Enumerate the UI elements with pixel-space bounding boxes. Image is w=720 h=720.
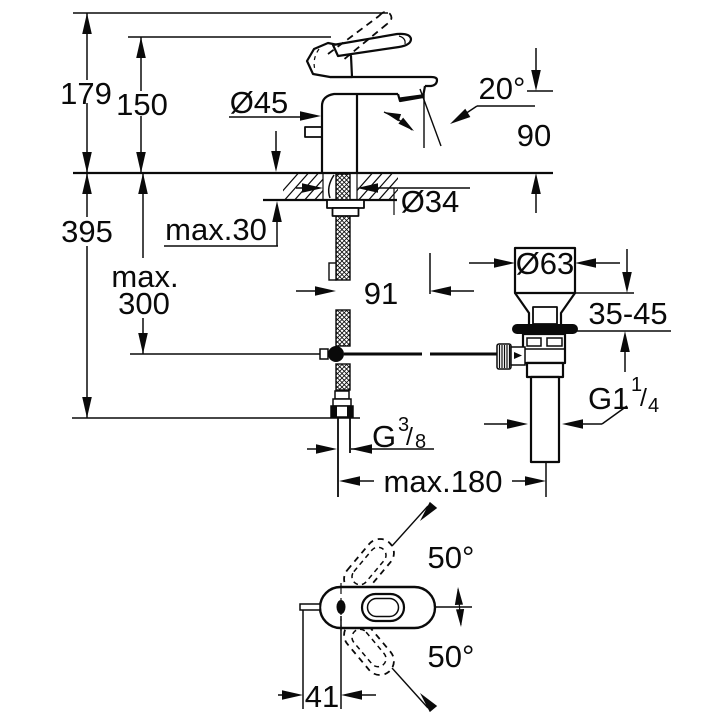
waste-flange bbox=[512, 324, 578, 334]
dimension-g-3-8: G 3 / 8 bbox=[307, 414, 434, 454]
flex-hose-upper bbox=[335, 309, 351, 347]
dimension-g-1-1-4: G1 1 / 4 bbox=[484, 374, 659, 429]
label-g38-slash: / bbox=[406, 423, 413, 451]
label-max-30: max.30 bbox=[165, 212, 267, 247]
faucet-side-view bbox=[73, 11, 553, 497]
dimension-395: 395 bbox=[61, 173, 360, 419]
label-g114-slash: / bbox=[640, 384, 647, 412]
popup-pull-rod-knob bbox=[304, 126, 322, 138]
waste-top-cylinder bbox=[513, 246, 577, 295]
popup-waste-assembly bbox=[496, 246, 578, 464]
hose-end-fitting bbox=[330, 390, 354, 418]
spout-top-edge bbox=[330, 75, 439, 88]
dimension-angle-20: 20° bbox=[382, 71, 535, 148]
dimension-41: 41 bbox=[278, 610, 376, 714]
label-dim-91: 91 bbox=[364, 276, 398, 311]
flex-hose-lower bbox=[335, 363, 351, 391]
mounting-nut-upper bbox=[326, 199, 365, 209]
dimensions: 179 150 395 max. 300 bbox=[60, 13, 671, 714]
rod-holder bbox=[328, 262, 337, 281]
body-left-edge bbox=[320, 92, 398, 173]
dimension-dia-63: Ø63 bbox=[469, 246, 620, 281]
waste-lower-collar bbox=[525, 361, 565, 379]
rod-adjuster-knob bbox=[496, 343, 512, 370]
dimension-35-45: 35-45 bbox=[569, 249, 671, 372]
lever-handle bbox=[331, 32, 413, 58]
waste-plug bbox=[532, 306, 558, 325]
dimension-90: 90 bbox=[517, 48, 553, 213]
dimension-max-300: max. 300 bbox=[111, 173, 320, 355]
label-g38-base: G bbox=[372, 419, 396, 454]
dimension-dia-45: Ø45 bbox=[229, 85, 321, 121]
dimension-91: 91 bbox=[296, 253, 474, 311]
label-dim-395: 395 bbox=[61, 214, 113, 249]
label-angle-50-bottom: 50° bbox=[428, 639, 475, 674]
dimension-max-30: max.30 bbox=[164, 131, 282, 247]
label-dia-45: Ø45 bbox=[230, 85, 289, 120]
label-max-300-line2: 300 bbox=[118, 286, 170, 321]
label-dim-41: 41 bbox=[305, 679, 339, 714]
threaded-shank bbox=[335, 173, 351, 281]
label-angle-20: 20° bbox=[479, 71, 526, 106]
label-dim-90: 90 bbox=[517, 118, 551, 153]
popup-rod-joint bbox=[328, 346, 344, 362]
faucet-top-view bbox=[299, 501, 472, 713]
dimension-150: 150 bbox=[116, 37, 168, 173]
label-g114-sub: 4 bbox=[648, 395, 659, 417]
swing-line-upper bbox=[391, 505, 429, 547]
label-g114-base: G1 bbox=[588, 381, 629, 416]
aerator-outlet bbox=[399, 94, 423, 101]
label-g114-sup: 1 bbox=[631, 374, 642, 396]
label-dia-34: Ø34 bbox=[401, 184, 460, 219]
label-g38-sub: 8 bbox=[415, 431, 426, 453]
dimension-179: 179 bbox=[60, 13, 112, 173]
lever-handle-raised-dashed bbox=[327, 11, 393, 62]
hose-bend-in-hole bbox=[327, 174, 335, 199]
label-range-35-45: 35-45 bbox=[588, 296, 667, 331]
label-angle-50-top: 50° bbox=[428, 540, 475, 575]
mounting-nut-lower bbox=[331, 207, 360, 217]
rod-end-stub bbox=[319, 348, 329, 360]
waste-tailpipe bbox=[529, 375, 561, 464]
dimension-max-180: max.180 bbox=[339, 462, 547, 499]
label-g38-sup: 3 bbox=[398, 414, 409, 436]
label-max-300-line1: max. bbox=[111, 259, 178, 294]
label-dim-150: 150 bbox=[116, 87, 168, 122]
swing-line-lower bbox=[391, 667, 429, 709]
label-dia-63: Ø63 bbox=[516, 246, 575, 281]
label-max-180: max.180 bbox=[384, 464, 503, 499]
rod-stub-top-view bbox=[299, 603, 321, 611]
dimension-dia-34: Ø34 bbox=[296, 183, 470, 219]
label-dim-179: 179 bbox=[60, 76, 112, 111]
flow-direction-mark bbox=[514, 352, 522, 359]
